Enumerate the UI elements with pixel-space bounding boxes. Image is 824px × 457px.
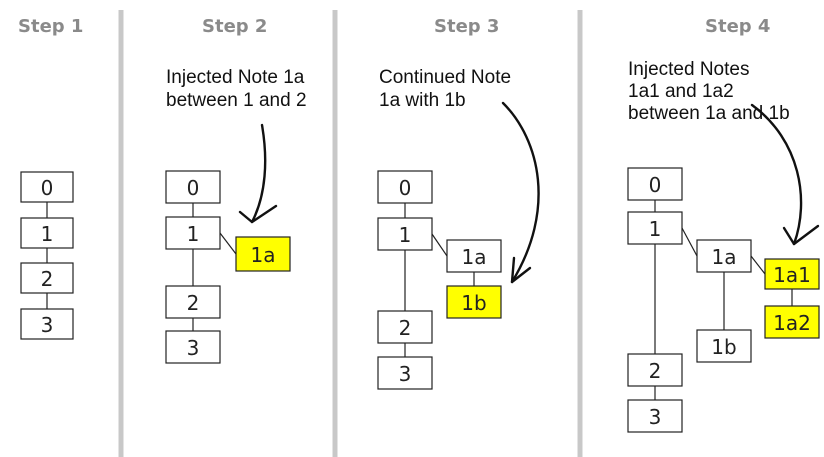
- note-label: 2: [187, 291, 200, 315]
- connector-s4-1-s4-1a: [681, 227, 698, 257]
- step-4-note-line-2: 1a1 and 1a2: [628, 81, 734, 102]
- note-box: [165, 170, 221, 204]
- connector-s2-1-s2-1a: [219, 232, 237, 255]
- note-node-s4-1b: 1b: [696, 329, 752, 363]
- note-node-s3-3: 3: [377, 356, 433, 390]
- step-4-note-line-1: Injected Notes: [628, 59, 749, 80]
- note-box: [165, 216, 221, 250]
- note-node-s2-2: 2: [165, 285, 221, 319]
- note-box: [20, 262, 74, 294]
- note-box: [165, 285, 221, 319]
- connector-s3-1-s3-1a: [431, 233, 448, 257]
- note-label: 1a: [712, 245, 737, 269]
- step-3-note-line-2: 1a with 1b: [379, 90, 466, 111]
- note-label: 1: [399, 223, 412, 247]
- note-box: [20, 308, 74, 340]
- note-node-s4-1: 1: [627, 211, 683, 245]
- step-2-arrow: [238, 123, 278, 224]
- note-node-s4-1a2: 1a2: [764, 305, 820, 339]
- note-box: [764, 305, 820, 339]
- connector-s4-1a-s4-1a1: [750, 255, 766, 275]
- note-node-s1-3: 3: [20, 308, 74, 340]
- note-node-s2-1: 1: [165, 216, 221, 250]
- note-box: [165, 330, 221, 364]
- note-label: 1b: [711, 335, 736, 359]
- note-box: [627, 167, 683, 201]
- note-label: 2: [649, 359, 662, 383]
- step-3-note-line-1: Continued Note: [379, 67, 511, 88]
- note-label: 1a2: [773, 311, 811, 335]
- note-box: [20, 171, 74, 203]
- note-node-s3-2: 2: [377, 310, 433, 344]
- step-2-title: Step 2: [202, 16, 267, 37]
- step-3-title: Step 3: [434, 16, 499, 37]
- step-4-arrow: [750, 103, 820, 246]
- note-node-s4-3: 3: [627, 399, 683, 433]
- note-box: [377, 310, 433, 344]
- note-node-s4-1a: 1a: [696, 239, 752, 273]
- note-node-s2-3: 3: [165, 330, 221, 364]
- note-node-s4-0: 0: [627, 167, 683, 201]
- step-1-title: Step 1: [18, 16, 83, 37]
- note-label: 1a: [462, 245, 487, 269]
- note-node-s3-1b: 1b: [446, 285, 502, 319]
- note-box: [764, 258, 820, 290]
- note-node-s3-1a: 1a: [446, 239, 502, 273]
- step-2-note-line-2: between 1 and 2: [166, 90, 307, 111]
- note-box: [627, 211, 683, 245]
- note-label: 2: [399, 316, 412, 340]
- note-label: 3: [41, 313, 54, 337]
- note-box: [446, 285, 502, 319]
- note-box: [696, 329, 752, 363]
- note-node-s4-1a1: 1a1: [764, 258, 820, 290]
- note-label: 0: [649, 173, 662, 197]
- note-box: [377, 356, 433, 390]
- note-label: 0: [399, 176, 412, 200]
- note-box: [377, 170, 433, 204]
- note-node-s4-2: 2: [627, 353, 683, 387]
- note-node-s2-0: 0: [165, 170, 221, 204]
- note-label: 1: [41, 222, 54, 246]
- note-label: 3: [187, 336, 200, 360]
- note-label: 0: [187, 176, 200, 200]
- step-2-note-line-1: Injected Note 1a: [166, 67, 305, 88]
- note-label: 3: [649, 405, 662, 429]
- note-label: 1b: [461, 291, 486, 315]
- note-node-s1-2: 2: [20, 262, 74, 294]
- note-label: 1: [649, 217, 662, 241]
- note-node-s2-1a: 1a: [235, 236, 291, 272]
- note-label: 3: [399, 362, 412, 386]
- note-label: 1a1: [773, 263, 811, 287]
- step-4-note-line-3: between 1a and 1b: [628, 103, 790, 124]
- step-4-title: Step 4: [705, 16, 770, 37]
- note-node-s1-0: 0: [20, 171, 74, 203]
- note-label: 0: [41, 176, 54, 200]
- note-label: 1: [187, 222, 200, 246]
- note-box: [235, 236, 291, 272]
- step-3-arrow: [501, 101, 540, 284]
- note-box: [377, 217, 433, 251]
- note-node-s1-1: 1: [20, 217, 74, 249]
- note-label: 1a: [251, 243, 276, 267]
- note-box: [627, 353, 683, 387]
- note-box: [627, 399, 683, 433]
- note-label: 2: [41, 267, 54, 291]
- note-box: [20, 217, 74, 249]
- note-box: [696, 239, 752, 273]
- note-node-s3-1: 1: [377, 217, 433, 251]
- note-node-s3-0: 0: [377, 170, 433, 204]
- note-box: [446, 239, 502, 273]
